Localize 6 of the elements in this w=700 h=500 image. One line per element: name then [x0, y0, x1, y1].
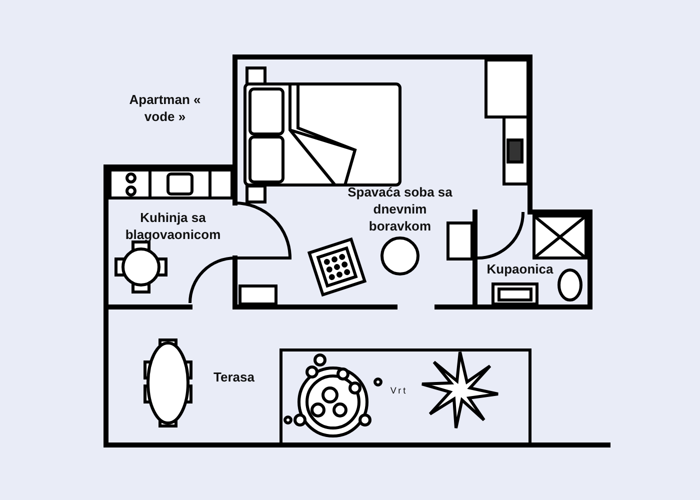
room-label: Vrt [390, 384, 408, 398]
room-label: Apartman « vode » [128, 91, 202, 125]
room-label: Terasa [212, 368, 256, 386]
room-label: Spavaća soba sa dnevnim boravkom [346, 184, 454, 234]
room-label: Kuhinja sa blagovaonicom [124, 209, 222, 243]
room-label: Kupaonica [486, 260, 554, 278]
